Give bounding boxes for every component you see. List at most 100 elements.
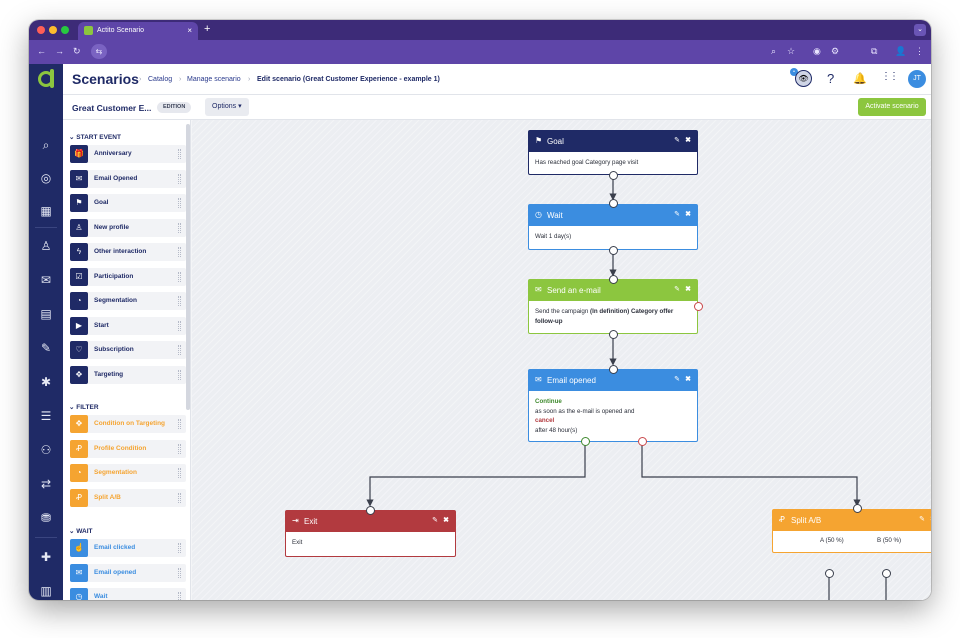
drag-handle-icon[interactable] [178,173,181,184]
drag-handle-icon[interactable] [178,247,181,257]
input-port[interactable] [609,199,618,208]
drag-handle-icon[interactable] [178,320,181,331]
window-close-dot[interactable] [37,26,45,34]
mail-icon[interactable]: ✉ [40,273,52,287]
branch-a-port[interactable] [825,569,834,578]
edit-icon[interactable]: ✎ [432,517,438,524]
hierarchy-icon[interactable]: ⚇ [40,443,52,457]
palette-item-email-opened[interactable]: ✉Email Opened [70,169,186,188]
database-icon[interactable]: ⛃ [40,511,52,525]
dashboard-icon[interactable]: ▦ [40,204,52,218]
close-icon[interactable]: ✖ [685,376,691,383]
exit-node[interactable]: ⇥ Exit ✎ ✖ Exit [285,510,456,557]
output-port[interactable] [609,330,618,339]
branch-b-port[interactable] [882,569,891,578]
close-icon[interactable]: ✖ [685,286,691,293]
sync-icon[interactable]: ⇄ [40,477,52,491]
store-icon[interactable]: ▥ [40,584,52,598]
drag-handle-icon[interactable] [178,271,181,282]
wait-node[interactable]: ◷ Wait ✎ ✖ Wait 1 day(s) [528,204,698,250]
drag-handle-icon[interactable] [178,296,181,306]
help-icon[interactable]: ? [827,71,835,86]
input-port[interactable] [609,365,618,374]
search-icon[interactable]: ⌕ [42,138,50,152]
drag-handle-icon[interactable] [178,543,181,553]
output-port[interactable] [609,171,618,180]
email-opened-node[interactable]: ✉ Email opened ✎ ✖ Continue as soon as t… [528,369,698,442]
drag-handle-icon[interactable] [178,443,181,454]
bell-icon[interactable]: 🔔 [853,73,867,85]
close-icon[interactable]: ✖ [443,517,449,524]
palette-item-wait[interactable]: ◷Wait [70,588,186,600]
browser-tab[interactable]: Actito Scenario × [78,22,198,40]
palette-item-start[interactable]: ▶Start [70,316,186,335]
section-start-event[interactable]: ⌄ START EVENT [69,133,121,141]
input-port[interactable] [853,504,862,513]
options-dropdown[interactable]: Options ▾ [205,98,249,116]
palette-item-email-opened[interactable]: ✉Email opened [70,563,186,582]
new-tab-button[interactable]: + [204,23,211,35]
drag-handle-icon[interactable] [178,345,181,355]
palette-item-subscription[interactable]: ♡Subscription [70,341,186,359]
drag-handle-icon[interactable] [178,222,181,233]
reload-icon[interactable]: ↻ [73,46,81,56]
breadcrumb-catalog[interactable]: Catalog [148,76,173,83]
drag-handle-icon[interactable] [178,492,181,503]
cancel-port[interactable] [638,437,647,446]
app-logo[interactable] [29,64,63,95]
split-ab-node[interactable]: Ꝓ Split A/B ✎ ✖ A (50 %) B (50 %) [772,509,931,553]
palette-item-segmentation[interactable]: ◔Segmentation [70,464,186,482]
extensions-puzzle-icon[interactable]: ⧉ [871,46,878,56]
edit-icon[interactable]: ✎ [674,376,680,383]
section-wait[interactable]: ⌄ WAIT [69,527,93,535]
drag-handle-icon[interactable] [178,419,181,429]
palette-scrollbar[interactable] [186,124,190,410]
target-icon[interactable]: ◎ [40,171,52,185]
scenario-icon[interactable]: ✱ [40,375,52,389]
extension-icon[interactable]: ⚙ [831,46,840,56]
close-icon[interactable]: ✖ [685,211,691,218]
palette-item-anniversary[interactable]: 🎁Anniversary [70,145,186,163]
edit-icon[interactable]: ✎ [674,286,680,293]
drag-handle-icon[interactable] [178,567,181,578]
output-port[interactable] [609,246,618,255]
apps-grid-icon[interactable]: ⋮⋮ [881,71,899,82]
list-icon[interactable]: ☰ [40,409,52,423]
continue-port[interactable] [581,437,590,446]
send-email-node[interactable]: ✉ Send an e-mail ✎ ✖ Send the campaign (… [528,279,698,334]
palette-item-new-profile[interactable]: ♙New profile [70,218,186,237]
palette-item-email-clicked[interactable]: ☝Email clicked [70,539,186,557]
tab-search-button[interactable]: ⌄ [914,24,926,36]
edit-icon[interactable]: ✎ [919,516,925,523]
close-icon[interactable]: ✖ [930,515,931,523]
site-info-icon[interactable]: ⇆ [91,44,107,59]
edit-icon[interactable]: ✎ [674,211,680,218]
extension-icon[interactable]: ◉ [813,46,821,56]
window-minimize-dot[interactable] [49,26,57,34]
palette-item-participation[interactable]: ☑Participation [70,267,186,286]
owl-assistant-icon[interactable]: 👁 [795,70,812,87]
drag-handle-icon[interactable] [178,369,181,380]
profile-icon[interactable]: ♙ [40,239,52,253]
error-port[interactable] [694,302,703,311]
chat-icon[interactable]: ✎ [40,341,52,355]
activate-scenario-button[interactable]: Activate scenario [858,98,926,116]
section-filter[interactable]: ⌄ FILTER [69,403,99,411]
mobile-icon[interactable]: ▤ [40,307,52,321]
edit-icon[interactable]: ✎ [674,137,680,144]
goal-node[interactable]: ⚑ Goal ✎ ✖ Has reached goal Category pag… [528,130,698,175]
window-maximize-dot[interactable] [61,26,69,34]
drag-handle-icon[interactable] [178,149,181,159]
zoom-icon[interactable]: ⌕ [771,46,777,56]
browser-menu-icon[interactable]: ⋮ [915,46,924,56]
forward-icon[interactable]: → [55,46,64,56]
profile-icon[interactable]: 👤 [895,46,907,56]
palette-item-segmentation[interactable]: ◔Segmentation [70,292,186,310]
scenario-canvas[interactable]: ⚑ Goal ✎ ✖ Has reached goal Category pag… [192,120,931,600]
bookmark-star-icon[interactable]: ☆ [787,46,796,56]
avatar[interactable]: JT [908,70,926,88]
back-icon[interactable]: ← [37,46,46,56]
